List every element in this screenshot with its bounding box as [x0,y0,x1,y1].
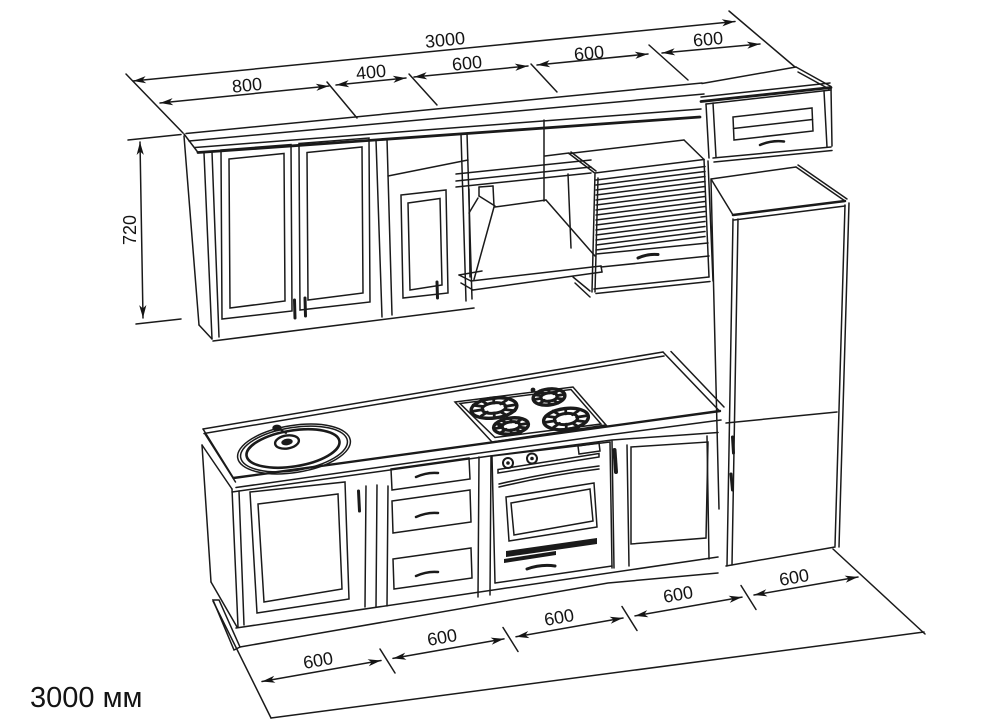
svg-text:600: 600 [573,42,605,65]
svg-text:3000 мм: 3000 мм [30,682,142,714]
svg-text:600: 600 [662,582,695,607]
svg-text:800: 800 [231,74,263,97]
svg-text:600: 600 [692,28,724,51]
svg-text:600: 600 [426,625,459,650]
svg-text:600: 600 [451,52,483,75]
svg-text:600: 600 [543,605,576,630]
svg-text:720: 720 [120,215,140,245]
svg-text:3000: 3000 [424,28,466,52]
svg-text:400: 400 [355,61,387,84]
